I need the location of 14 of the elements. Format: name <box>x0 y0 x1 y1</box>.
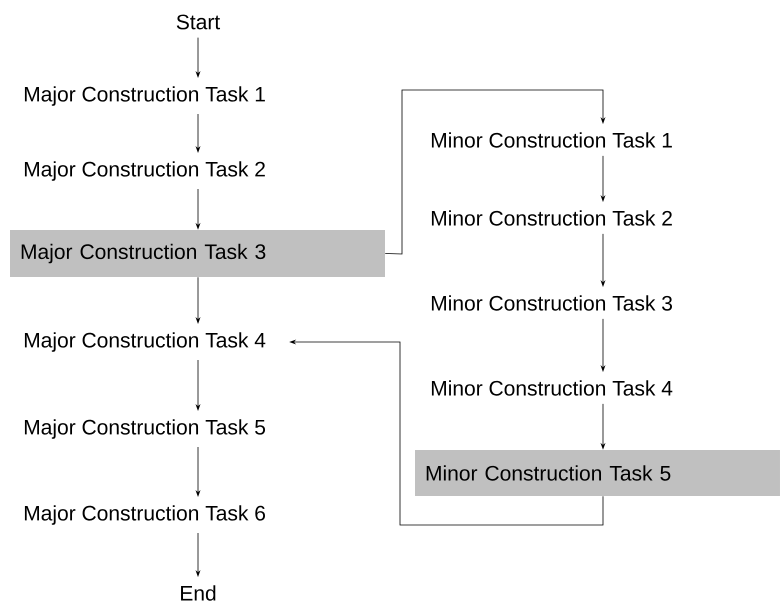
task-label: Major Construction Task 5 <box>24 419 266 439</box>
task-label: Minor Construction Task 3 <box>432 295 672 311</box>
task-label: Start <box>176 14 220 30</box>
highlighted-task-box: Major Construction Task 3 <box>10 230 385 277</box>
task-label: Major Construction Task 6 <box>24 505 265 525</box>
task-label: Major Construction Task 4 <box>24 332 266 352</box>
arrow <box>384 90 606 254</box>
task-label: Major Construction Task 1 <box>24 86 265 106</box>
task-label: Minor Construction Task 2 <box>432 210 672 226</box>
task-label: Minor Construction Task 1 <box>432 132 672 148</box>
task-label: End <box>181 585 216 601</box>
task-label: Minor Construction Task 4 <box>432 380 672 396</box>
highlighted-task-box: Minor Construction Task 5 <box>415 450 780 496</box>
task-label: Major Construction Task 2 <box>24 161 265 181</box>
